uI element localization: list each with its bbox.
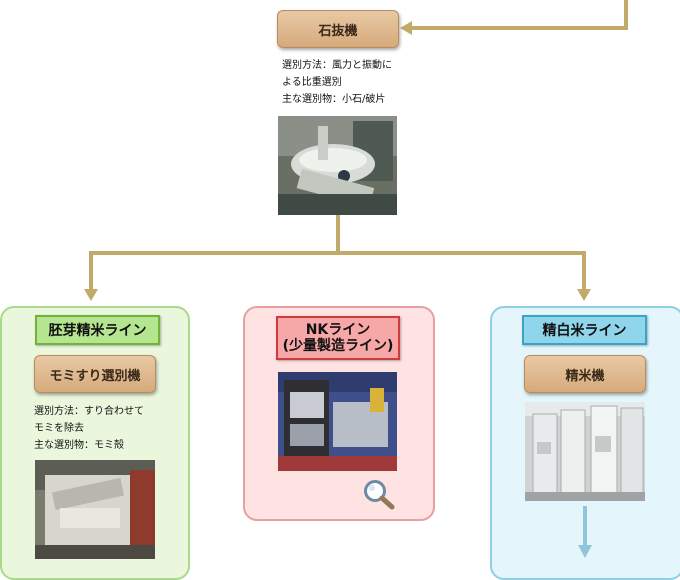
rice-polisher-photo[interactable] (525, 402, 645, 501)
germ-rice-line-title: 胚芽精米ライン (35, 315, 160, 345)
husker-separator-photo[interactable] (35, 460, 155, 559)
rice-polisher-label: 精米機 (565, 368, 605, 384)
nk-line-title: NKライン (少量製造ライン) (276, 316, 400, 360)
husker-separator-button[interactable]: モミすり選別機 (34, 355, 156, 393)
incoming-connector (408, 0, 628, 30)
magnifier-icon[interactable] (361, 478, 397, 510)
stone-remover-description: 選別方法：風力と振動に よる比重選別 主な選別物：小石/破片 (282, 60, 392, 105)
stone-remover-button[interactable]: 石抜機 (277, 10, 399, 48)
husker-separator-label: モミすり選別機 (49, 368, 141, 384)
rice-polisher-button[interactable]: 精米機 (524, 355, 646, 393)
stone-remover-photo[interactable] (278, 116, 397, 215)
white-rice-line-title: 精白米ライン (522, 315, 647, 345)
husker-separator-description: 選別方法：すり合わせて モミを除去 主な選別物：モミ殻 (34, 406, 144, 451)
left-arrowhead (84, 289, 98, 301)
right-arrowhead (577, 289, 591, 301)
stone-remover-label: 石抜機 (318, 23, 358, 39)
down-arrow-icon (578, 506, 592, 558)
flow-connectors (84, 0, 628, 301)
nk-line-photo[interactable] (278, 372, 397, 471)
incoming-arrowhead (400, 21, 412, 35)
